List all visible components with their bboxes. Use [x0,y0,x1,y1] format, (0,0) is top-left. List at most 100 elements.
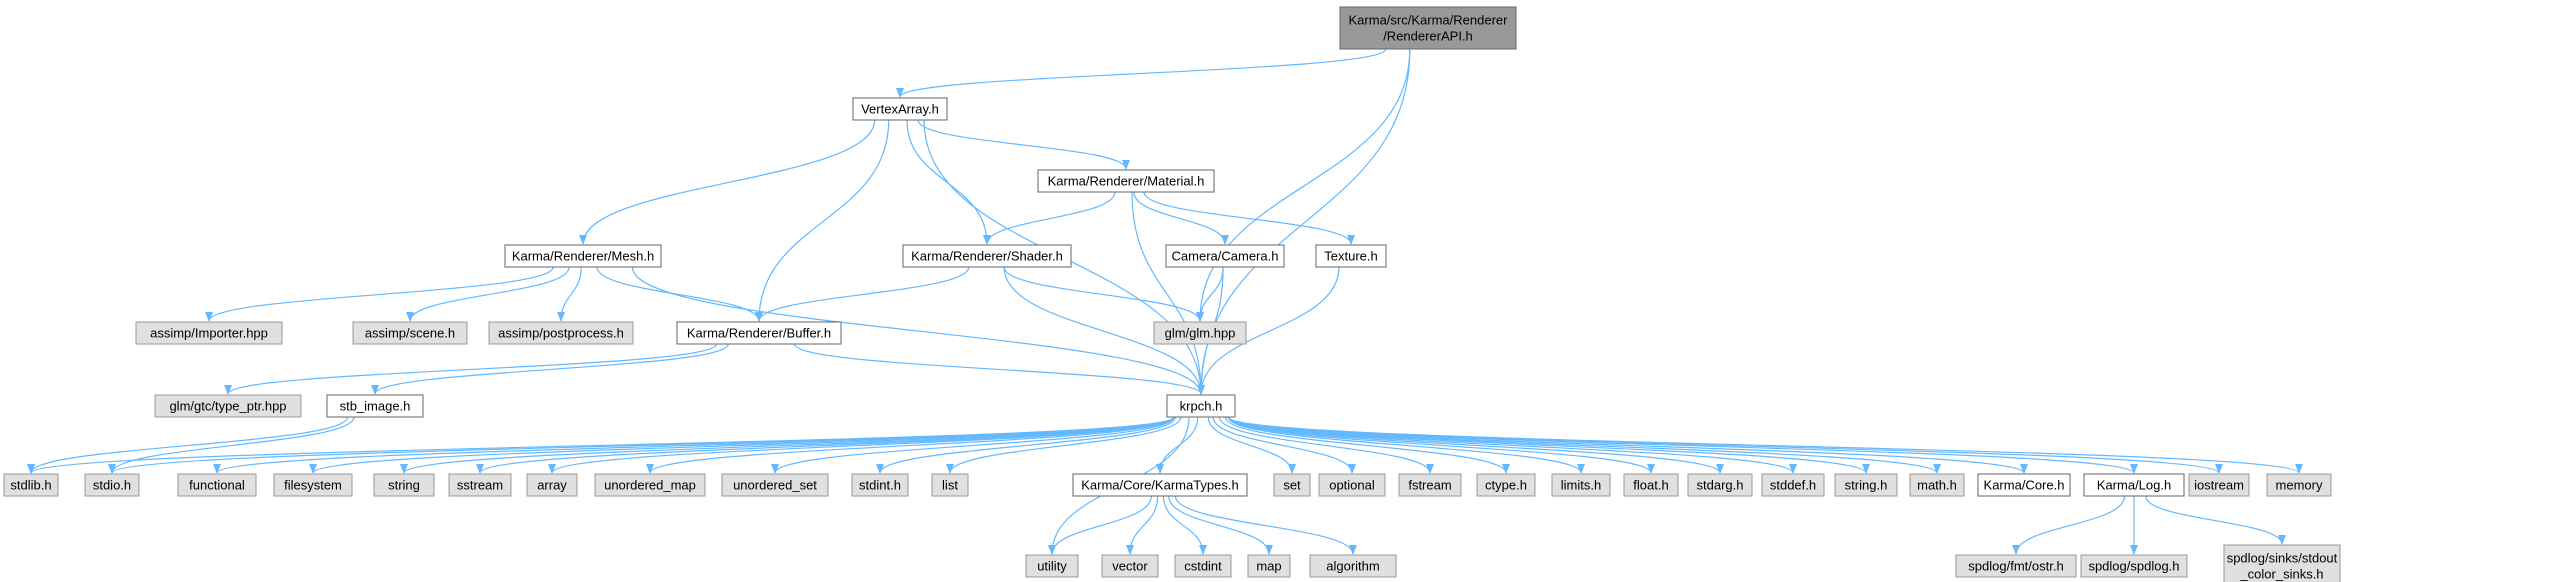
node-box-algorithm [1309,554,1397,578]
node-core[interactable]: Karma/Core.h [1977,473,2071,497]
node-label-glm: glm/glm.hpp [1165,326,1236,341]
node-material[interactable]: Karma/Renderer/Material.h [1037,169,1215,193]
edge-vertexarray-to-material [917,119,1130,170]
node-label-mesh: Karma/Renderer/Mesh.h [512,249,654,264]
node-vertexarray[interactable]: VertexArray.h [852,97,948,121]
node-limits: limits.h [1551,473,1611,497]
node-label-math: math.h [1917,478,1957,493]
node-label-memory: memory [2276,478,2323,493]
edge-krpch-to-fstream [1218,416,1434,474]
edge-karmatypes-to-map [1168,495,1273,555]
edge-krpch-to-ctype [1224,416,1510,474]
edge-root-to-vertexarray [896,48,1387,98]
edge-krpch-to-iostream [1227,416,2223,474]
node-box-unordered_map [594,473,706,497]
node-label-optional: optional [1329,478,1375,493]
node-box-importer [135,321,283,345]
node-label-filesystem: filesystem [284,478,342,493]
node-mesh[interactable]: Karma/Renderer/Mesh.h [504,244,662,268]
edge-krpch-to-core [1227,416,2028,474]
node-log[interactable]: Karma/Log.h [2083,473,2185,497]
node-box-stdint [851,473,909,497]
node-label-scene: assimp/scene.h [365,326,455,341]
node-krpch[interactable]: krpch.h [1166,394,1236,418]
node-box-utility [1025,554,1079,578]
node-box-map [1247,554,1291,578]
node-optional: optional [1318,473,1386,497]
node-label-map: map [1256,559,1281,574]
node-label-set: set [1283,478,1301,493]
node-shader[interactable]: Karma/Renderer/Shader.h [902,244,1072,268]
edge-layer [27,48,2303,555]
node-label-unordered_set: unordered_set [733,478,817,493]
node-box-vector [1101,554,1159,578]
node-label-limits: limits.h [1561,478,1601,493]
node-box-spdlog [2080,554,2188,578]
edge-material-to-shader [983,191,1116,245]
node-box-typeptr [154,394,302,418]
node-box-sinks [2223,544,2341,582]
node-box-optional [1318,473,1386,497]
node-fstream: fstream [1398,473,1462,497]
node-label-stdio: stdio.h [93,478,131,493]
node-box-ctype [1476,473,1536,497]
node-math: math.h [1909,473,1965,497]
edge-mesh-to-buffer [596,266,763,322]
node-box-fstream [1398,473,1462,497]
node-stdint: stdint.h [851,473,909,497]
node-box-memory [2266,473,2332,497]
node-box-material [1037,169,1215,193]
node-box-string [373,473,435,497]
node-box-postprocess [488,321,634,345]
node-stdlib: stdlib.h [3,473,59,497]
node-box-log [2083,473,2185,497]
node-label-vector: vector [1112,559,1148,574]
edge-karmatypes-to-vector [1126,495,1159,555]
node-buffer[interactable]: Karma/Renderer/Buffer.h [676,321,842,345]
node-fmtostr: spdlog/fmt/ostr.h [1955,554,2077,578]
edge-material-to-texture [1143,191,1355,245]
edge-shader-to-buffer [755,266,970,322]
edge-vertexarray-to-buffer [755,119,890,322]
node-label-fmtostr: spdlog/fmt/ostr.h [1968,559,2063,574]
node-box-texture [1315,244,1387,268]
edge-buffer-to-typeptr [224,343,718,395]
edge-log-to-fmtostr [2012,495,2126,555]
node-box-camera [1165,244,1285,268]
node-stbimage[interactable]: stb_image.h [326,394,424,418]
node-box-cstdint [1174,554,1232,578]
edge-krpch-to-array [548,416,1175,474]
node-unordered_set: unordered_set [721,473,829,497]
node-label-krpch: krpch.h [1180,399,1223,414]
node-box-stringh [1834,473,1898,497]
node-box-filesystem [273,473,353,497]
node-unordered_map: unordered_map [594,473,706,497]
node-cstdint: cstdint [1174,554,1232,578]
node-float: float.h [1623,473,1679,497]
node-sstream: sstream [448,473,512,497]
node-camera[interactable]: Camera/Camera.h [1165,244,1285,268]
node-string: string [373,473,435,497]
edge-karmatypes-to-cstdint [1162,495,1207,555]
node-ctype: ctype.h [1476,473,1536,497]
node-label-fstream: fstream [1408,478,1451,493]
node-map: map [1247,554,1291,578]
node-box-set [1273,473,1311,497]
edge-mesh-to-importer [205,266,554,322]
node-box-float [1623,473,1679,497]
edge-buffer-to-stbimage [371,343,729,395]
node-texture[interactable]: Texture.h [1315,244,1387,268]
node-box-stddef [1761,473,1825,497]
edge-stbimage-to-stdio [108,416,355,474]
node-label-typeptr: glm/gtc/type_ptr.hpp [169,399,286,414]
node-label-core: Karma/Core.h [1984,478,2065,493]
edge-buffer-to-krpch [793,343,1205,395]
node-label-buffer: Karma/Renderer/Buffer.h [687,326,831,341]
edge-krpch-to-optional [1212,416,1356,474]
node-label-stddef: stddef.h [1770,478,1816,493]
node-root[interactable]: Karma/src/Karma/Renderer/RendererAPI.h [1339,6,1517,50]
node-label-camera: Camera/Camera.h [1172,249,1279,264]
node-karmatypes[interactable]: Karma/Core/KarmaTypes.h [1072,473,1248,497]
node-label-material: Karma/Renderer/Material.h [1048,174,1205,189]
edge-material-to-camera [1133,191,1229,245]
